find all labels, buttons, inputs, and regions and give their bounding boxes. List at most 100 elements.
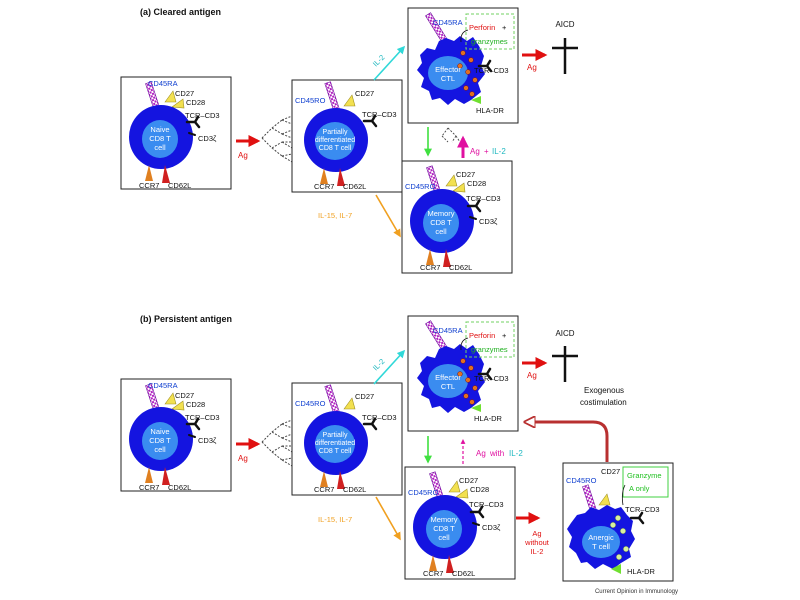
il15-arrow-a <box>375 194 401 238</box>
il2-arrow-a-label: IL-2 <box>371 53 387 69</box>
ag-with-label-with: with <box>489 449 504 458</box>
panel-b: (b) Persistent antigen CD45RA CD27 CD28 … <box>119 314 675 583</box>
label-cd27: CD27 <box>459 476 478 485</box>
cell-name-line2: CD8 T <box>430 218 452 227</box>
label-tcr-cd3: TCR–CD3 <box>362 110 397 119</box>
label-cd45ra: CD45RA <box>148 381 178 390</box>
cell-name-line1: Naive <box>150 427 169 436</box>
cell-name-line3: CD8 T cell <box>319 448 352 455</box>
cell-name-line1: Effector <box>435 373 461 382</box>
ag-il2-label-ag: Ag <box>470 147 480 156</box>
ag-with-label-il2: IL-2 <box>509 449 523 458</box>
label-hla-dr: HLA-DR <box>476 106 505 115</box>
anergic-cell: CD45RO CD27 Granzyme A only TCR–CD3 Aner… <box>561 461 675 583</box>
label-cd27: CD27 <box>456 170 475 179</box>
label-cd45ro: CD45RO <box>405 182 436 191</box>
ag-with-label-ag: Ag <box>476 449 486 458</box>
death-cross-icon <box>552 346 578 382</box>
label-cd28: CD28 <box>186 400 205 409</box>
ag-arrow-1-label: Ag <box>238 151 248 160</box>
label-perforin: Perforin <box>469 23 495 32</box>
label-tcr-cd3: TCR–CD3 <box>474 66 509 75</box>
cell-name-line1: Partially <box>323 129 348 136</box>
exogenous-costimulation-arrow <box>527 422 609 462</box>
proliferation-tree-a <box>261 115 293 163</box>
il2-arrow-b <box>373 349 406 385</box>
label-ccr7: CCR7 <box>423 569 443 578</box>
label-cd27: CD27 <box>175 89 194 98</box>
panel-b-title: (b) Persistent antigen <box>140 314 232 324</box>
cell-name-line1: Partially <box>323 432 348 439</box>
label-cd28: CD28 <box>467 179 486 188</box>
naive-cell-b: CD45RA CD27 CD28 TCR–CD3 CD3ζ Naive CD8 … <box>119 377 233 493</box>
label-hla-dr: HLA-DR <box>627 567 656 576</box>
ag-without-label-2: without <box>524 538 550 547</box>
ag-il2-label-il2: IL-2 <box>492 147 506 156</box>
label-cd28: CD28 <box>470 485 489 494</box>
label-cd3z: CD3ζ <box>198 436 217 445</box>
label-granzymes: granzymes <box>471 345 508 354</box>
il15-arrow-b-label: IL-15, IL-7 <box>318 515 352 524</box>
partial-cell-a: CD45RO CD27 TCR–CD3 Partially differenti… <box>290 78 404 194</box>
cell-name-line1: Memory <box>427 209 454 218</box>
label-cd62l: CD62L <box>168 181 191 190</box>
death-cross-icon <box>552 38 578 74</box>
label-tcr-cd3: TCR–CD3 <box>466 194 501 203</box>
label-tcr-cd3: TCR–CD3 <box>185 413 220 422</box>
ag-aicd-arrow-b-label: Ag <box>527 371 537 380</box>
journal-footer: Current Opinion in Immunology <box>595 589 678 595</box>
label-cd28: CD28 <box>186 98 205 107</box>
cell-name-line3: cell <box>154 143 166 152</box>
partial-cell-b: CD45RO CD27 TCR–CD3 Partially differenti… <box>290 381 404 497</box>
label-a-only: A only <box>629 484 650 493</box>
label-cd62l: CD62L <box>343 485 366 494</box>
label-tcr-cd3: TCR–CD3 <box>469 500 504 509</box>
memory-cell-a: CD45RO CD27 CD28 TCR–CD3 CD3ζ Memory CD8… <box>400 159 514 275</box>
memory-cell-b: CD45RO CD27 CD28 TCR–CD3 CD3ζ Memory CD8… <box>403 465 517 581</box>
label-plus: + <box>502 331 507 340</box>
ag-without-label-1: Ag <box>532 529 541 538</box>
label-cd27: CD27 <box>601 467 620 476</box>
label-cd45ra: CD45RA <box>148 79 178 88</box>
cell-name-line2: CTL <box>441 74 455 83</box>
label-cd45ro: CD45RO <box>566 476 597 485</box>
label-cd62l: CD62L <box>452 569 475 578</box>
cell-name-line2: CD8 T <box>433 524 455 533</box>
label-cd62l: CD62L <box>168 483 191 492</box>
label-cd27: CD27 <box>175 391 194 400</box>
effector-cell-b: CD45RA Perforin + granzymes TCR–CD3 Effe… <box>406 314 520 433</box>
exogenous-label-2: costimulation <box>580 398 627 407</box>
cell-name-line2: CTL <box>441 382 455 391</box>
cell-name-line2: differentiated <box>315 137 355 144</box>
il2-arrow-a <box>373 45 406 81</box>
label-ccr7: CCR7 <box>139 181 159 190</box>
cell-name-line3: cell <box>435 227 447 236</box>
label-tcr-cd3: TCR–CD3 <box>625 505 660 514</box>
ag-aicd-arrow-a-label: Ag <box>527 63 537 72</box>
cell-name-line2: differentiated <box>315 440 355 447</box>
label-plus: + <box>502 23 507 32</box>
cell-name-line1: Anergic <box>588 533 614 542</box>
naive-cell-a: CD45RA CD27 CD28 TCR–CD3 CD3ζ Naive CD8 … <box>119 75 233 191</box>
cell-name-line1: Memory <box>430 515 457 524</box>
memory-proliferation-dashes-a <box>441 127 461 143</box>
label-cd45ro: CD45RO <box>408 488 439 497</box>
label-hla-dr: HLA-DR <box>474 414 503 423</box>
label-cd3z: CD3ζ <box>479 217 498 226</box>
effector-cell-a: CD45RA Perforin + granzymes TCR–CD3 Effe… <box>406 6 520 125</box>
label-cd3z: CD3ζ <box>482 523 501 532</box>
cell-name-line1: Naive <box>150 125 169 134</box>
label-ccr7: CCR7 <box>139 483 159 492</box>
label-tcr-cd3: TCR–CD3 <box>185 111 220 120</box>
aicd-label-a: AICD <box>555 20 574 29</box>
label-cd45ro: CD45RO <box>295 96 326 105</box>
label-cd27: CD27 <box>355 392 374 401</box>
panel-a: (a) Cleared antigen CD45RA CD27 CD28 TCR… <box>119 6 578 275</box>
aicd-label-b: AICD <box>555 329 574 338</box>
ag-without-label-3: IL-2 <box>531 547 544 556</box>
label-tcr-cd3: TCR–CD3 <box>362 413 397 422</box>
label-granzyme: Granzyme <box>627 471 662 480</box>
cell-name-line1: Effector <box>435 65 461 74</box>
il15-arrow-a-label: IL-15, IL-7 <box>318 211 352 220</box>
